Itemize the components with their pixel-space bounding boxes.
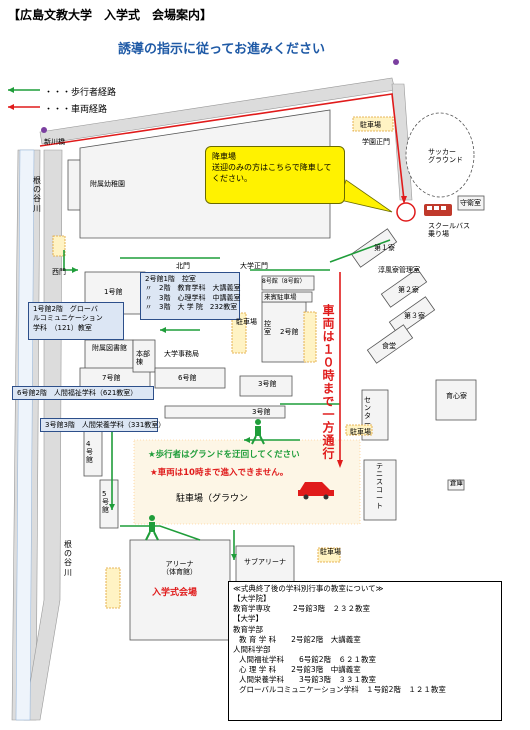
ikushin-label: 育心寮: [446, 392, 467, 400]
west-gate-label: 西門: [52, 268, 66, 276]
bldg1-label: 1号館: [104, 288, 123, 296]
center-label: セ ン タ ー: [364, 396, 371, 429]
building1-rooms-box: 1号館2階 グローバ ルコミュニケーション 学科 （121）教室: [28, 302, 124, 340]
gakuen-gate-label: 学園正門: [362, 138, 390, 146]
building1-line: 1号館2階 グローバ: [33, 305, 98, 313]
info-row: 心 理 学 科 2号館3階 中講義室: [239, 665, 361, 674]
building2-line: 2号館1階 控室: [145, 275, 196, 283]
callout-title: 降車場: [212, 152, 236, 161]
dorm3-label: 第３寮: [404, 312, 425, 320]
river-label: 根 の 谷 川: [33, 176, 41, 213]
building1-line: 学科 （121）教室: [33, 323, 92, 332]
north-gate-label: 北門: [176, 262, 190, 270]
info-row: 【大学院】: [233, 594, 271, 604]
pedestrian-notice: ★歩行者はグランドを迂回してください: [148, 450, 300, 460]
bldg3-long-label: 3号館: [252, 408, 271, 416]
info-heading: ≪式典終了後の学科別行事の教室について≫: [233, 584, 384, 593]
building6-line: 6号館2階 人間福祉学科（621教室）: [17, 389, 138, 397]
dorm2-label: 第２寮: [398, 286, 419, 294]
info-row: 教 育 学 科 2号館2階 大講義室: [239, 634, 361, 644]
bldg3-label: 3号館: [258, 380, 277, 388]
dorm1-label: 第１寮: [374, 244, 395, 252]
parking-label: 駐車場: [360, 121, 381, 129]
building2-line: 〃 3階 心理学科 中講義室: [145, 293, 241, 302]
building2-line: 〃 3階 大 学 院 232教室: [145, 303, 238, 312]
page-title: 【広島文教大学 入学式 会場案内】: [8, 8, 213, 22]
bldg8-label: 8号館（8号館）: [262, 278, 306, 285]
library-label: 附属図書館: [92, 344, 127, 352]
parking-label-4: 駐車場: [350, 428, 371, 436]
jyoho-label: 淳風寮管理室: [378, 266, 420, 274]
post-ceremony-info-box: ≪式典終了後の学科別行事の教室について≫ 【大学院】 教育学専攻 2号館3階 ２…: [228, 581, 502, 721]
shingawa-bridge-label: 新川橋: [44, 138, 65, 146]
tennis-label: テ ニ ス コ ー ト: [376, 462, 383, 511]
info-row: 人間福祉学科 6号館2階 ６２１教室: [239, 654, 377, 664]
building3-rooms-box: 3号館3階 人間栄養学科（331教室）: [40, 418, 166, 432]
drop-off-callout: 降車場 送迎のみの方はこちらで降車してください。: [205, 146, 345, 204]
bldg6-label: 6号館: [178, 374, 197, 382]
callout-text: 送迎のみの方はこちらで降車してください。: [212, 162, 332, 183]
shokudo-label: 食堂: [382, 342, 396, 350]
building2-line: 〃 2階 教育学科 大講義室: [145, 284, 241, 293]
hikae-label: 控室: [264, 320, 271, 337]
building2-rooms-box: 2号館1階 控室 〃 2階 教育学科 大講義室 〃 3階 心理学科 中講義室 〃…: [140, 272, 240, 320]
vehicle-notice: ★車両は10時まで進入できません。: [150, 468, 289, 478]
school-bus-label: スクールバス 乗り場: [428, 222, 470, 239]
arena-label: アリーナ （体育館）: [162, 560, 197, 577]
bldg2-label: 2号館: [280, 328, 299, 336]
guard-room-label: 守衛室: [460, 199, 481, 207]
guest-parking-label: 来賓駐車場: [264, 293, 297, 301]
parking-label-2: 駐車場: [236, 318, 257, 326]
page-subtitle: 誘導の指示に従ってお進みください: [118, 42, 325, 57]
river-label-2: 根 の 谷 川: [64, 540, 72, 577]
info-row: 人間科学部: [233, 644, 271, 654]
bldg5-label: 5号館: [102, 490, 109, 515]
parking-label-3: 駐車場: [320, 548, 341, 556]
legend-pedestrian-label: ・・・歩行者経路: [44, 88, 117, 98]
bldg7-label: 7号館: [102, 374, 121, 382]
info-row: グローバルコミュニケーション学科 １号館2階 １２１教室: [239, 685, 446, 695]
kindergarten-label: 附属幼稚園: [90, 180, 125, 188]
one-way-notice: 車両は１０時まで一方通行: [321, 304, 335, 460]
parking-ground-label: 駐車場（グラウン: [176, 494, 249, 504]
info-row: 教育学専攻 2号館3階 ２３２教室: [233, 604, 371, 614]
info-row: 人間栄養学科 3号館3階 ３３１教室: [239, 675, 377, 685]
soccer-ground-label: サッカー グラウンド: [428, 148, 463, 165]
office-label: 大学事務局: [164, 350, 199, 358]
info-row: 【大学】: [233, 614, 263, 624]
bldg4-label: 4号館: [86, 440, 93, 465]
legend-vehicle-label: ・・・車両経路: [44, 105, 108, 115]
main-gate-label: 大学正門: [240, 262, 268, 270]
info-row: 教育学部: [233, 624, 263, 634]
warehouse-label: 倉庫: [450, 479, 463, 487]
building3-line: 3号館3階 人間栄養学科（331教室）: [45, 421, 166, 429]
building1-line: ルコミュニケーション: [33, 314, 103, 323]
sub-arena-label: サブアリーナ: [244, 558, 286, 566]
honbu-label: 本部棟: [136, 350, 150, 367]
building6-rooms-box: 6号館2階 人間福祉学科（621教室）: [12, 386, 154, 400]
venue-label: 入学式会場: [152, 588, 198, 598]
